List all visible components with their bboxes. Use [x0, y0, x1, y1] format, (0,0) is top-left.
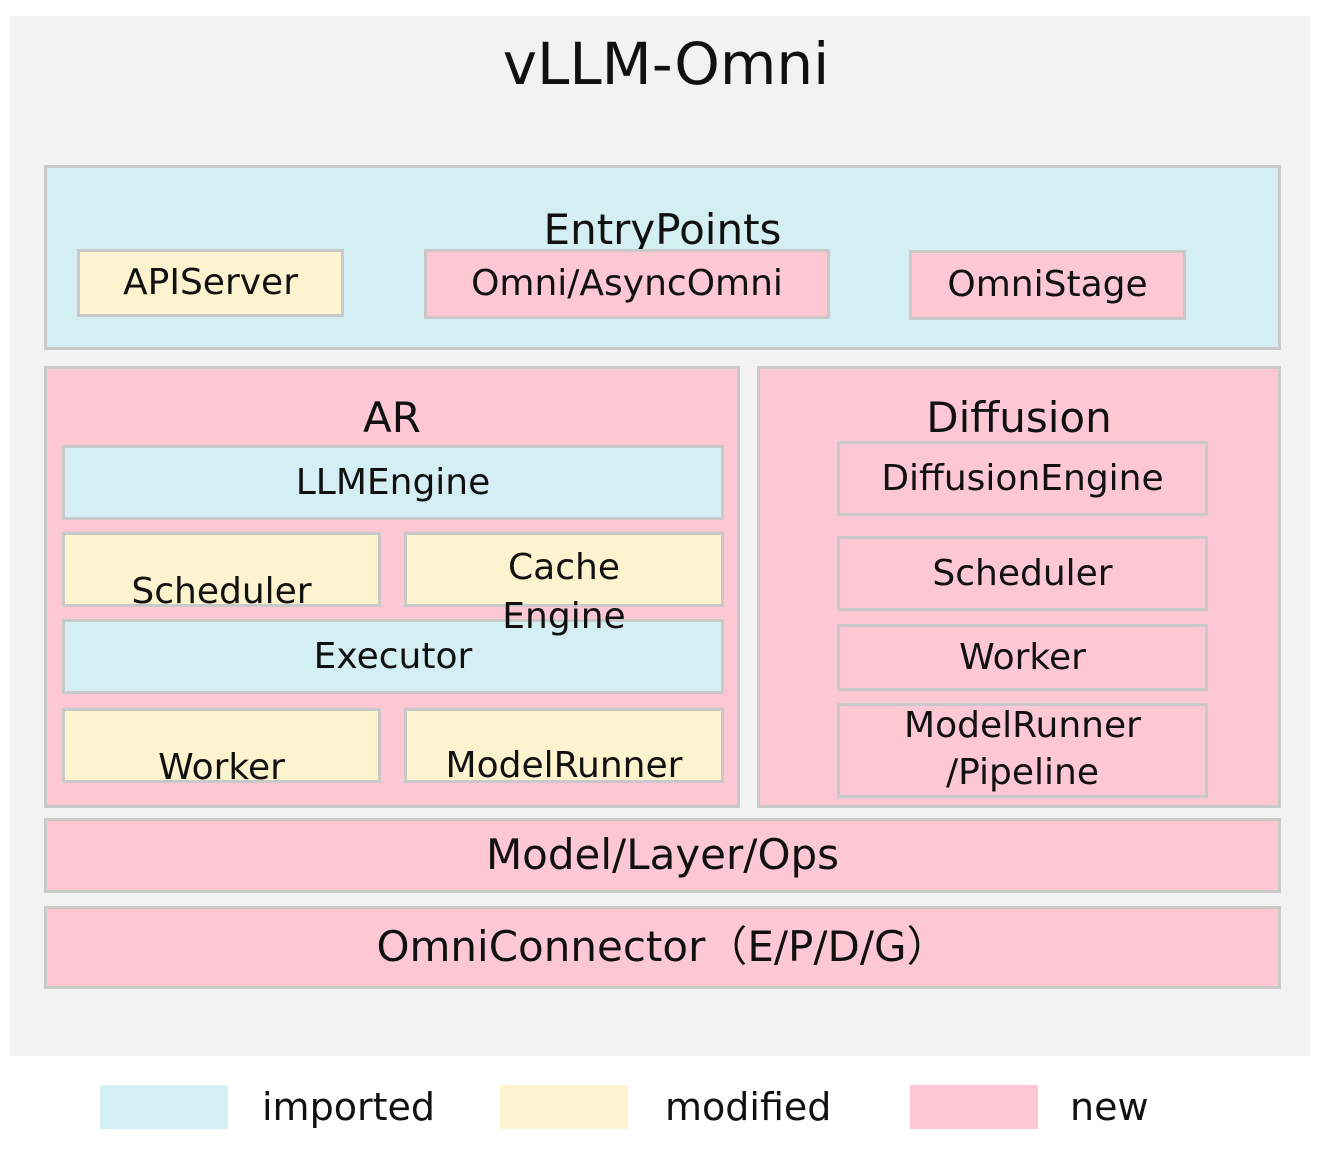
- diffusion-model-runner-line1: ModelRunner: [904, 705, 1141, 746]
- model-runner-label: ModelRunner: [445, 745, 683, 786]
- legend-label-new: new: [1070, 1085, 1149, 1129]
- llm-engine-box: LLMEngine: [62, 445, 724, 520]
- executor-box: Executor: [62, 619, 724, 694]
- omni-async-omni-box: Omni/AsyncOmni: [424, 249, 830, 319]
- diffusion-model-runner-box: [837, 703, 1208, 798]
- cache-engine-label-line1: Cache: [508, 547, 620, 588]
- cache-engine-box: [404, 532, 724, 607]
- diffusion-model-runner-line2: /Pipeline: [945, 752, 1100, 793]
- ar-scheduler-label: Scheduler: [131, 571, 312, 612]
- ar-scheduler-box: [62, 532, 381, 607]
- diffusion-label: Diffusion: [926, 393, 1112, 442]
- ar-worker-box: [62, 708, 381, 783]
- diffusion-scheduler-box: Scheduler: [837, 536, 1208, 611]
- omni-stage-box: OmniStage: [909, 250, 1186, 320]
- cache-engine-label-line2: Engine: [502, 596, 626, 637]
- diffusion-worker-box: Worker: [837, 624, 1208, 691]
- omni-connector-layer: OmniConnector（E/P/D/G）: [44, 906, 1281, 989]
- legend-swatch-new: [910, 1085, 1038, 1129]
- ar-worker-label: Worker: [158, 747, 285, 788]
- legend-swatch-imported: [100, 1085, 228, 1129]
- diagram-title: vLLM-Omni: [502, 30, 830, 98]
- diffusion-engine-box: DiffusionEngine: [837, 441, 1208, 516]
- api-server-box: APIServer: [77, 249, 344, 317]
- model-runner-box: [404, 708, 724, 783]
- legend-label-modified: modified: [665, 1085, 832, 1129]
- entrypoints-label: EntryPoints: [543, 205, 782, 254]
- ar-label: AR: [363, 393, 421, 442]
- legend-swatch-modified: [500, 1085, 628, 1129]
- model-layer-ops-layer: Model/Layer/Ops: [44, 818, 1281, 893]
- legend-label-imported: imported: [262, 1085, 435, 1129]
